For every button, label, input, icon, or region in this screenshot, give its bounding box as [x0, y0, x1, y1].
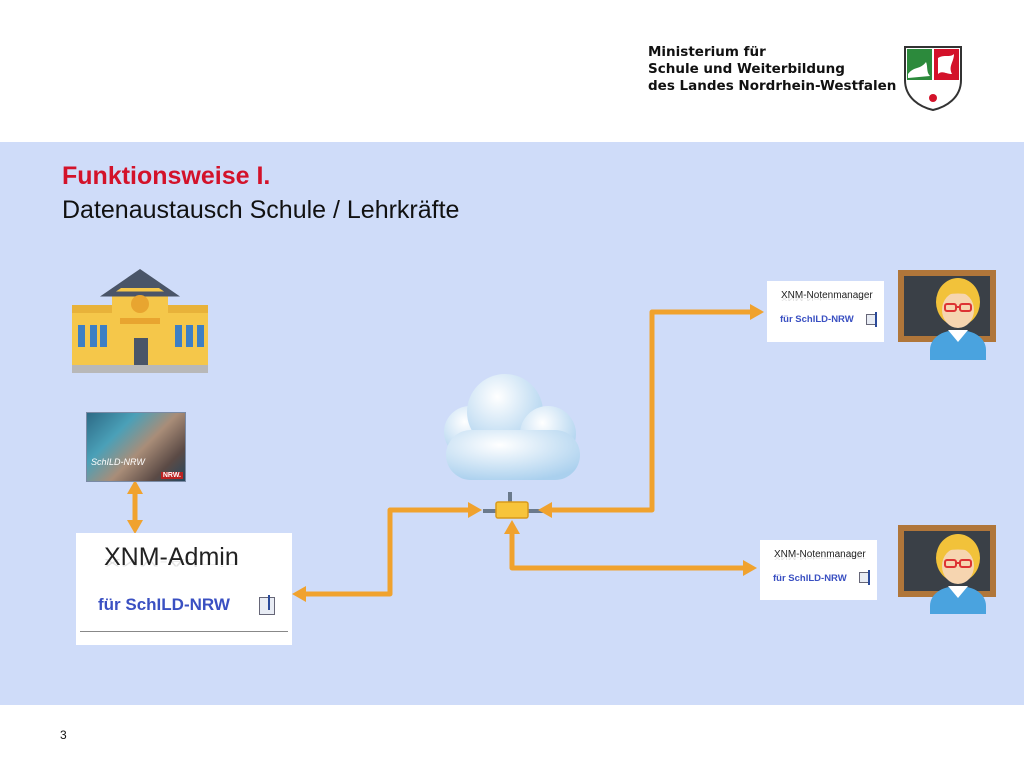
admin-subtitle: für SchILD-NRW	[98, 595, 230, 614]
data-exchange-diagram	[72, 268, 996, 614]
notenmanager-title-reflection: XNM-Notenmanager	[781, 295, 873, 302]
notenmanager-subtitle: für SchILD-NRW	[780, 314, 854, 325]
ministry-name: Ministerium für Schule und Weiterbildung…	[648, 44, 896, 95]
school-building-icon	[72, 268, 208, 373]
notenmanager-title: XNM-Notenmanager	[781, 290, 873, 301]
arrow-heads	[127, 304, 764, 602]
document-icon	[259, 595, 275, 615]
header: Ministerium für Schule und Weiterbildung…	[0, 0, 1024, 142]
divider	[80, 631, 288, 632]
connection-arrows	[132, 309, 752, 597]
schild-logo-text: SchILD-NRW	[91, 457, 145, 467]
teacher-at-board-icon	[898, 270, 996, 360]
notenmanager-title-reflection: XNM-Notenmanager	[774, 554, 866, 561]
document-icon	[859, 570, 870, 585]
schild-nrw-thumbnail: SchILD-NRW NRW.	[86, 412, 186, 482]
admin-title-reflection: XNM-Admin	[104, 556, 239, 569]
notenmanager-title: XNM-Notenmanager	[774, 549, 866, 560]
admin-title: XNM-Admin	[104, 543, 239, 571]
page-number: 3	[60, 728, 67, 742]
cloud-icon	[444, 374, 580, 480]
document-icon	[866, 312, 877, 327]
slide-title: Funktionsweise I.	[62, 162, 271, 190]
notenmanager-subtitle: für SchILD-NRW	[773, 573, 847, 584]
xnm-admin-box: XNM-Admin XNM-Admin für SchILD-NRW	[76, 533, 292, 645]
ministry-line: Schule und Weiterbildung	[648, 61, 845, 77]
crest-icon	[904, 46, 962, 112]
notenmanager-box: XNM-Notenmanager XNM-Notenmanager für Sc…	[760, 540, 877, 600]
slide-subtitle: Datenaustausch Schule / Lehrkräfte	[62, 196, 460, 224]
ministry-line: des Landes Nordrhein-Westfalen	[648, 78, 897, 94]
ministry-line: Ministerium für	[648, 44, 766, 60]
nrw-badge: NRW.	[160, 472, 183, 479]
network-hub-icon	[483, 492, 543, 519]
teacher-at-board-icon	[898, 525, 996, 614]
notenmanager-box: XNM-Notenmanager XNM-Notenmanager für Sc…	[767, 281, 884, 342]
